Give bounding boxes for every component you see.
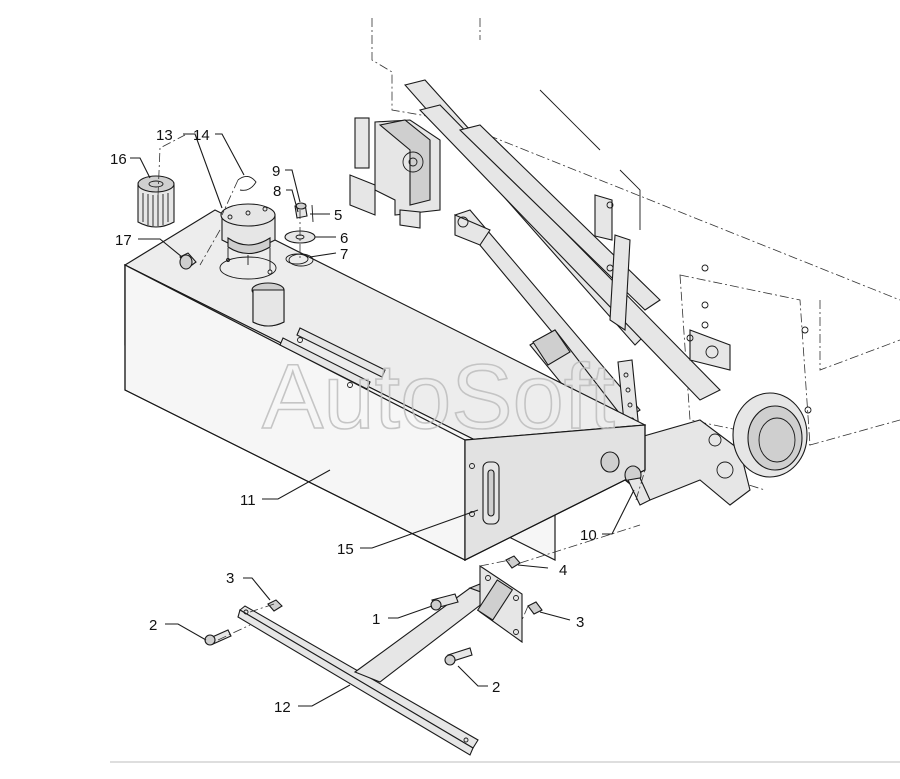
callout-10: 10 xyxy=(580,527,597,544)
callout-14: 14 xyxy=(193,127,210,144)
callout-3-left: 3 xyxy=(226,570,234,587)
callout-3-right: 3 xyxy=(576,614,584,631)
lift-linkage xyxy=(403,79,812,506)
fittings xyxy=(179,202,316,270)
callout-2-left: 2 xyxy=(149,617,157,634)
filter-head xyxy=(220,176,276,275)
callout-1: 1 xyxy=(372,611,380,628)
elbow-fitting xyxy=(624,465,651,506)
callout-17: 17 xyxy=(115,232,132,249)
callout-13: 13 xyxy=(156,127,173,144)
fuel-tank xyxy=(123,209,647,561)
callout-2-right: 2 xyxy=(492,679,500,696)
watermark-text: AutoSoft xyxy=(262,346,615,448)
callout-4: 4 xyxy=(559,562,567,579)
assembly-lines xyxy=(157,134,646,641)
callout-16: 16 xyxy=(110,151,127,168)
callout-15: 15 xyxy=(337,541,354,558)
callout-7: 7 xyxy=(340,246,348,263)
callout-9: 9 xyxy=(272,163,280,180)
callout-11: 11 xyxy=(240,492,256,509)
callout-5: 5 xyxy=(334,207,342,224)
support-bracket xyxy=(204,555,543,756)
callout-12: 12 xyxy=(274,699,291,716)
callout-8: 8 xyxy=(273,183,281,200)
filter-element xyxy=(137,175,175,228)
wheel xyxy=(732,392,808,478)
strainer xyxy=(252,289,285,327)
callout-6: 6 xyxy=(340,230,348,247)
leader-lines xyxy=(130,133,635,707)
hitch-bracket xyxy=(349,117,441,229)
callout-labels: 16 13 14 9 8 5 6 7 17 11 15 10 4 3 3 1 2… xyxy=(110,127,597,716)
